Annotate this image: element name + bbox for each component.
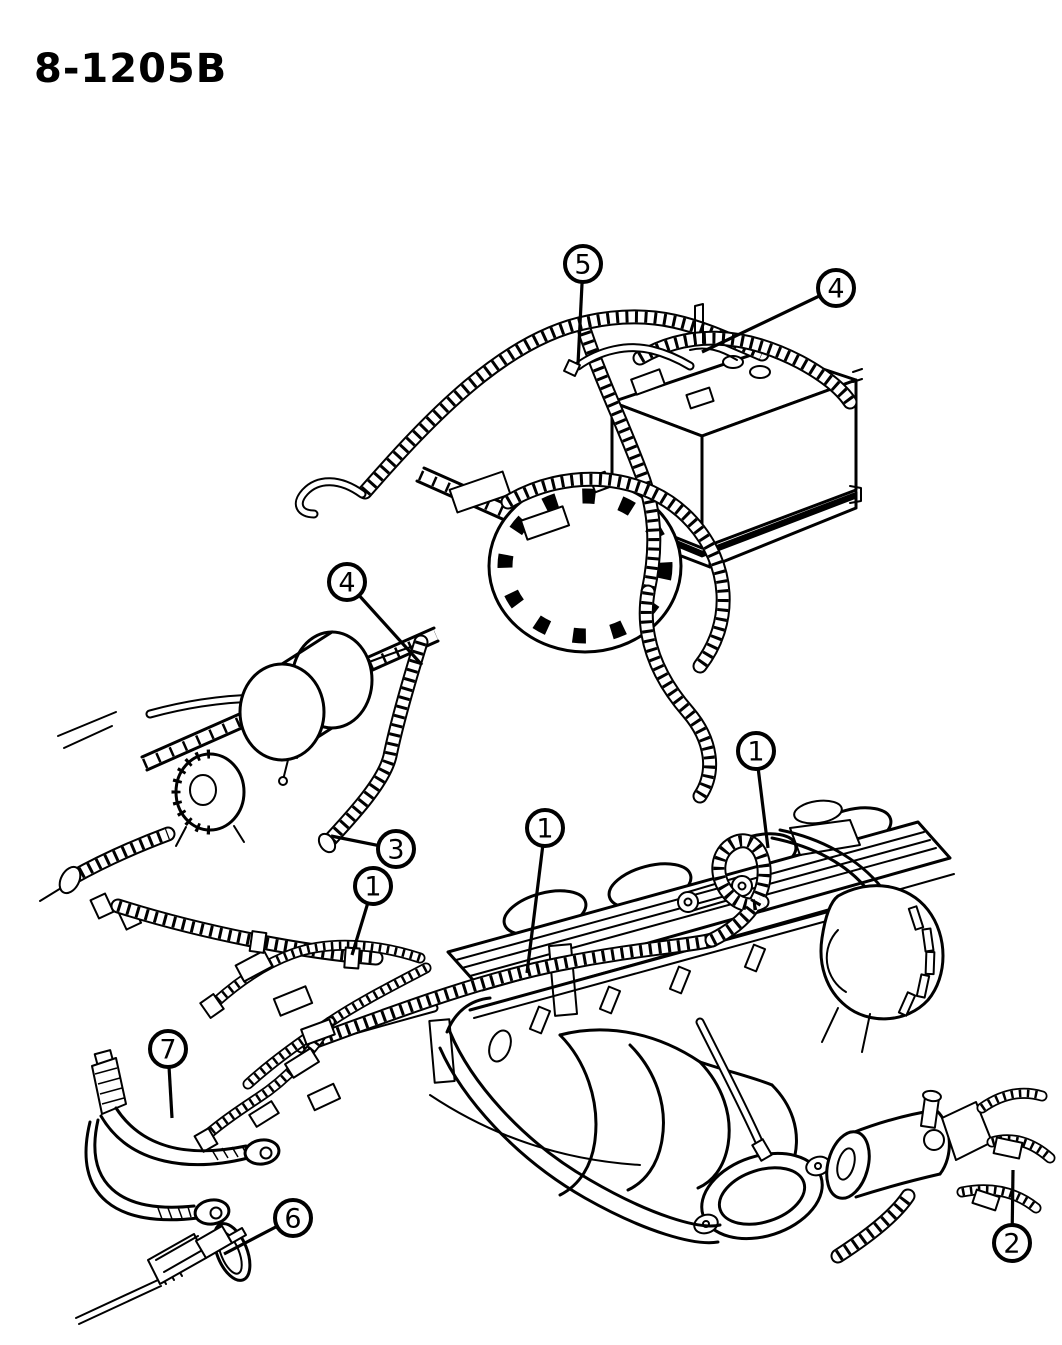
callout-number: 1 <box>536 814 553 845</box>
exhaust-manifold <box>558 1028 831 1241</box>
exhaust-downpipe <box>429 996 722 1245</box>
oil-filter <box>171 749 246 847</box>
callout-6: 6 <box>223 1198 313 1256</box>
callout-number: 4 <box>338 568 355 599</box>
callout-number: 1 <box>364 872 381 903</box>
callout-number: 3 <box>387 835 404 866</box>
callout-number: 5 <box>574 250 591 281</box>
callout-leader-line <box>701 286 837 354</box>
callout-circle <box>148 1029 188 1069</box>
callout-circle <box>563 244 603 284</box>
figure-number: 8-1205B <box>34 46 228 92</box>
callout-1: 1 <box>350 866 393 956</box>
transmission-part <box>825 1090 1050 1256</box>
callout-2: 2 <box>992 1169 1032 1263</box>
callout-3: 3 <box>330 829 416 869</box>
callout-leader-line <box>525 827 547 974</box>
power-steering-reservoir <box>770 799 884 898</box>
callout-1: 1 <box>525 808 565 974</box>
oxygen-sensor <box>75 1222 252 1325</box>
callout-circle <box>376 829 416 869</box>
callout-number: 7 <box>159 1035 176 1066</box>
callout-circle <box>353 866 393 906</box>
callout-7: 7 <box>148 1029 188 1119</box>
top-harness <box>294 303 850 854</box>
callout-4: 4 <box>327 562 424 667</box>
callout-4: 4 <box>701 268 856 354</box>
callout-number: 2 <box>1003 1229 1020 1260</box>
vacuum-canister <box>238 630 374 786</box>
callout-circle <box>816 268 856 308</box>
callout-number: 4 <box>827 274 844 305</box>
callout-5: 5 <box>563 244 603 365</box>
callout-number: 1 <box>747 737 764 768</box>
callout-circle <box>525 808 565 848</box>
callout-1: 1 <box>736 731 776 849</box>
callout-circle <box>992 1223 1032 1263</box>
alternator <box>819 884 945 1053</box>
engine-harness <box>118 841 773 1162</box>
ground-strap <box>84 1049 281 1226</box>
callout-circle <box>273 1198 313 1238</box>
callout-number: 6 <box>284 1204 301 1235</box>
callout-circle <box>327 562 367 602</box>
callout-circle <box>736 731 776 771</box>
fuel-rail <box>468 898 875 1035</box>
